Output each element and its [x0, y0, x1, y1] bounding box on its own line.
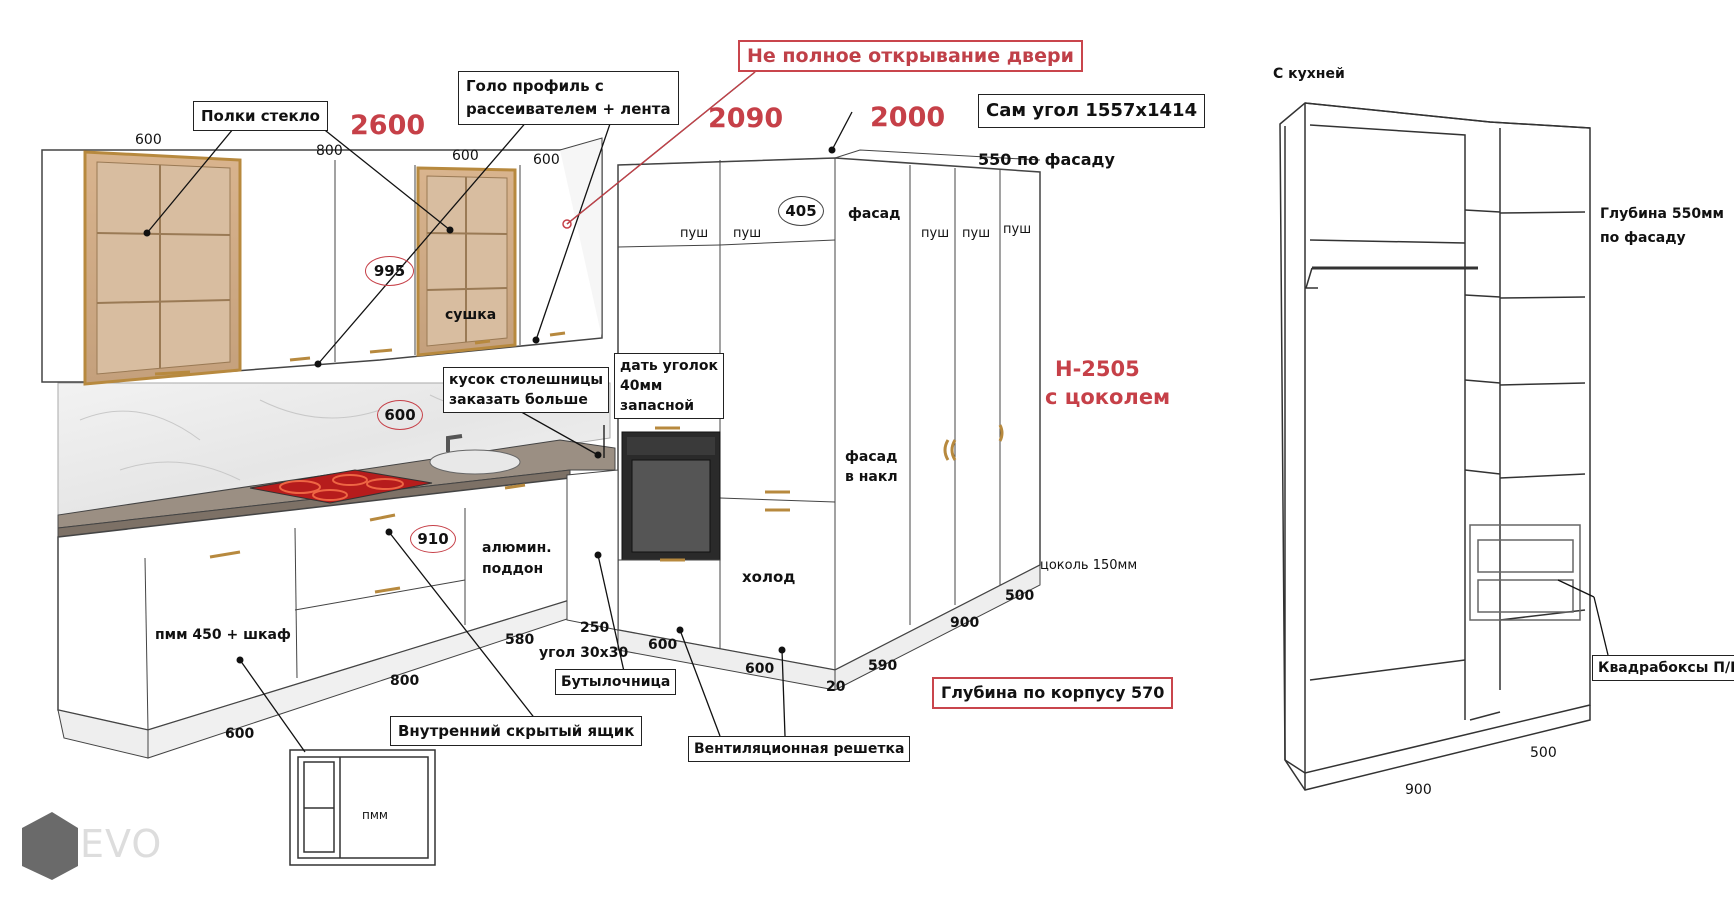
dim-20: 20	[826, 679, 846, 695]
label-pmm: пмм	[362, 808, 388, 822]
label-plinth: цоколь 150мм	[1040, 558, 1138, 573]
callout-countertop-piece: кусок столешницы заказать больше	[443, 367, 610, 413]
dim-wardrobe-500: 500	[1530, 745, 1557, 761]
label-depth-550: Глубина 550мм по фасаду	[1600, 206, 1724, 246]
callout-not-full-opening: Не полное открывание двери	[738, 40, 1083, 72]
oval-405: 405	[778, 196, 824, 226]
callout-vent-grille: Вентиляционная решетка	[688, 736, 911, 762]
callout-bottle-holder: Бутылочница	[555, 669, 677, 695]
callout-spare-angle: дать уголок 40мм запасной	[614, 353, 725, 419]
callout-hidden-drawer: Внутренний скрытый ящик	[390, 716, 643, 746]
dim-600f: 600	[225, 726, 255, 742]
label-alum-tray: алюмин. поддон	[482, 540, 552, 577]
label-push-5: пуш	[1003, 222, 1032, 237]
label-sushka: сушка	[445, 307, 497, 323]
callout-body-depth: Глубина по корпусу 570	[932, 677, 1174, 709]
label-fasad-nakl: фасад в накл	[845, 449, 898, 485]
sink	[429, 449, 521, 475]
dim-500: 500	[1005, 588, 1035, 604]
dimension-2600: 2600	[350, 110, 426, 141]
oval-600: 600	[377, 400, 423, 430]
callout-square-boxes: Квадрабоксы П/В	[1592, 655, 1734, 681]
dimension-2000: 2000	[870, 102, 946, 133]
label-with-kitchen: С кухней	[1273, 66, 1345, 82]
dimension-2090: 2090	[708, 103, 784, 134]
dim-900: 900	[950, 615, 980, 631]
callout-corner: Сам угол 1557х1414	[978, 94, 1206, 128]
label-push-3: пуш	[921, 226, 950, 241]
handles	[154, 331, 1004, 594]
backsplash	[57, 382, 611, 521]
leader-dots	[143, 146, 836, 664]
dim-800a: 800	[316, 143, 343, 159]
callout-glass-shelves: Полки стекло	[193, 101, 328, 131]
dim-600e: 600	[745, 661, 775, 677]
dim-600b: 600	[452, 148, 479, 164]
label-push-4: пуш	[962, 226, 991, 241]
dim-800b: 800	[390, 673, 420, 689]
pmm-thumbnail	[289, 749, 436, 866]
dim-wardrobe-900: 900	[1405, 782, 1432, 798]
label-fasad-top: фасад	[848, 206, 901, 222]
dim-600c: 600	[533, 152, 560, 168]
height-sub-label: с цоколем	[1045, 385, 1171, 409]
height-label: Н-2505	[1055, 357, 1140, 381]
logo-hexagon	[22, 812, 78, 880]
dim-590: 590	[868, 658, 898, 674]
dim-250: 250	[580, 620, 610, 636]
dim-600a: 600	[135, 132, 162, 148]
callout-gola-profile: Голо профиль с рассеивателем + лента	[458, 71, 679, 125]
label-push-2: пуш	[733, 226, 762, 241]
label-kholod: холод	[742, 568, 796, 586]
label-pmm-shkaf: пмм 450 + шкаф	[155, 627, 291, 643]
oval-910: 910	[410, 525, 456, 553]
dim-580: 580	[505, 632, 535, 648]
label-550-facade: 550 по фасаду	[978, 150, 1115, 169]
dim-600d: 600	[648, 637, 678, 653]
logo-text: EVO	[80, 822, 163, 866]
label-corner-30: угол 30х30	[539, 645, 629, 661]
oval-995: 995	[365, 256, 414, 286]
wardrobe	[1279, 102, 1591, 791]
label-push-1: пуш	[680, 226, 709, 241]
